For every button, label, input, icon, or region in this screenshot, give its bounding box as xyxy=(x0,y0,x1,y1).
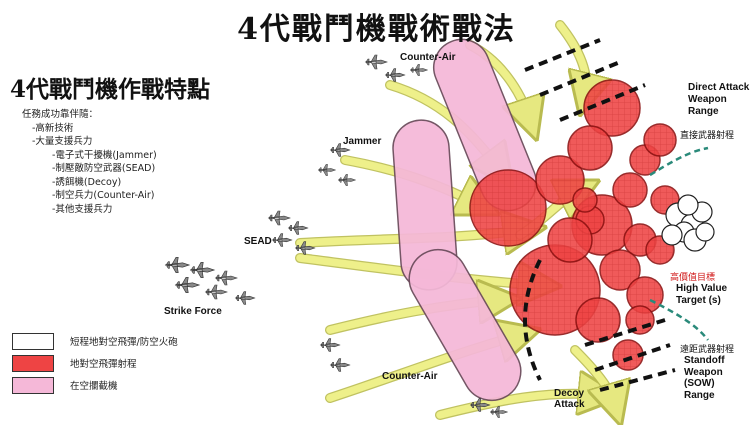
requirement-item: -大量支援兵力 xyxy=(22,135,157,149)
aircraft-icon xyxy=(490,406,508,417)
aircraft-icon-group xyxy=(272,234,292,247)
aircraft-icon-group xyxy=(190,262,214,277)
aircraft-icon xyxy=(175,277,199,292)
aircraft-icon xyxy=(338,174,356,185)
legend-swatch-interceptor xyxy=(12,377,54,394)
sam-range-grid xyxy=(613,173,647,207)
label-decoy-attack: Decoy Attack xyxy=(554,388,614,410)
high-value-target xyxy=(696,223,714,241)
legend-swatch-short-range xyxy=(12,333,54,350)
aircraft-icon-group xyxy=(205,285,227,299)
aircraft-icon xyxy=(215,271,237,285)
aircraft-icon xyxy=(410,64,428,75)
label-direct-attack: Direct Attack Weapon Range xyxy=(688,82,750,118)
aircraft-icon xyxy=(320,339,340,352)
aircraft-icon-group xyxy=(330,359,350,372)
sam-range-grid xyxy=(568,126,612,170)
support-force-item: -其他支援兵力 xyxy=(22,203,157,217)
support-force-item: -誘餌機(Decoy) xyxy=(22,176,157,190)
requirement-item: -高新技術 xyxy=(22,122,157,136)
aircraft-icon xyxy=(272,234,292,247)
aircraft-icon xyxy=(190,262,214,277)
aircraft-icon xyxy=(365,55,387,69)
label-direct-attack-cn: 直接武器射程 xyxy=(680,128,734,141)
aircraft-icon-group xyxy=(288,222,308,235)
requirements-heading: 任務成功靠伴隨： xyxy=(22,108,157,122)
label-hvt: High Value Target (s) xyxy=(676,283,746,307)
aircraft-icon-group xyxy=(318,164,336,175)
legend-swatch-sam xyxy=(12,355,54,372)
aircraft-icon xyxy=(288,222,308,235)
aircraft-icon xyxy=(165,257,189,272)
high-value-target xyxy=(678,195,698,215)
aircraft-icon-group xyxy=(268,211,290,225)
label-counter-air-top: Counter-Air xyxy=(400,52,456,63)
aircraft-icon xyxy=(235,292,255,305)
legend-label: 短程地對空飛彈/防空火砲 xyxy=(70,334,178,348)
label-strike-force: Strike Force xyxy=(164,306,222,317)
support-force-item: -制壓敵防空武器(SEAD) xyxy=(22,162,157,176)
aircraft-icon xyxy=(330,359,350,372)
aircraft-icon-group xyxy=(365,55,387,69)
label-jammer: Jammer xyxy=(343,136,381,147)
aircraft-icon-group xyxy=(338,174,356,185)
sam-range-grid xyxy=(470,170,546,246)
sam-range-grid xyxy=(576,298,620,342)
sam-range-grid xyxy=(573,188,597,212)
interceptor-orbit xyxy=(399,239,532,411)
support-force-item: -制空兵力(Counter-Air) xyxy=(22,189,157,203)
label-hvt-cn: 高價值目標 xyxy=(670,270,715,283)
section-heading: 4代戰鬥機作戰特點 xyxy=(10,70,210,104)
sam-range-grid xyxy=(644,124,676,156)
label-counter-air-bottom: Counter-Air xyxy=(382,371,438,382)
aircraft-icon xyxy=(385,69,405,82)
label-standoff-cn: 遠距武器射程 xyxy=(680,342,734,355)
aircraft-icon-group xyxy=(235,292,255,305)
aircraft-icon-group xyxy=(490,406,508,417)
requirements-list: 任務成功靠伴隨： -高新技術 -大量支援兵力 -電子式干擾機(Jammer) -… xyxy=(22,108,157,216)
aircraft-icon-group xyxy=(165,257,189,272)
aircraft-icon xyxy=(268,211,290,225)
high-value-target xyxy=(662,225,682,245)
aircraft-icon-group xyxy=(215,271,237,285)
support-force-item: -電子式干擾機(Jammer) xyxy=(22,149,157,163)
aircraft-icon-group xyxy=(320,339,340,352)
aircraft-icon-group xyxy=(175,277,199,292)
aircraft-icon xyxy=(318,164,336,175)
label-standoff: Standoff Weapon (SOW) Range xyxy=(684,355,744,401)
legend-label: 在空攔截機 xyxy=(70,378,118,392)
legend-label: 地對空飛彈射程 xyxy=(70,356,137,370)
diagram-title: 4代戰鬥機戰術戰法 xyxy=(0,4,753,48)
aircraft-icon xyxy=(205,285,227,299)
label-sead: SEAD xyxy=(244,236,272,247)
sam-range-grid xyxy=(548,218,592,262)
aircraft-icon-group xyxy=(385,69,405,82)
aircraft-icon-group xyxy=(410,64,428,75)
